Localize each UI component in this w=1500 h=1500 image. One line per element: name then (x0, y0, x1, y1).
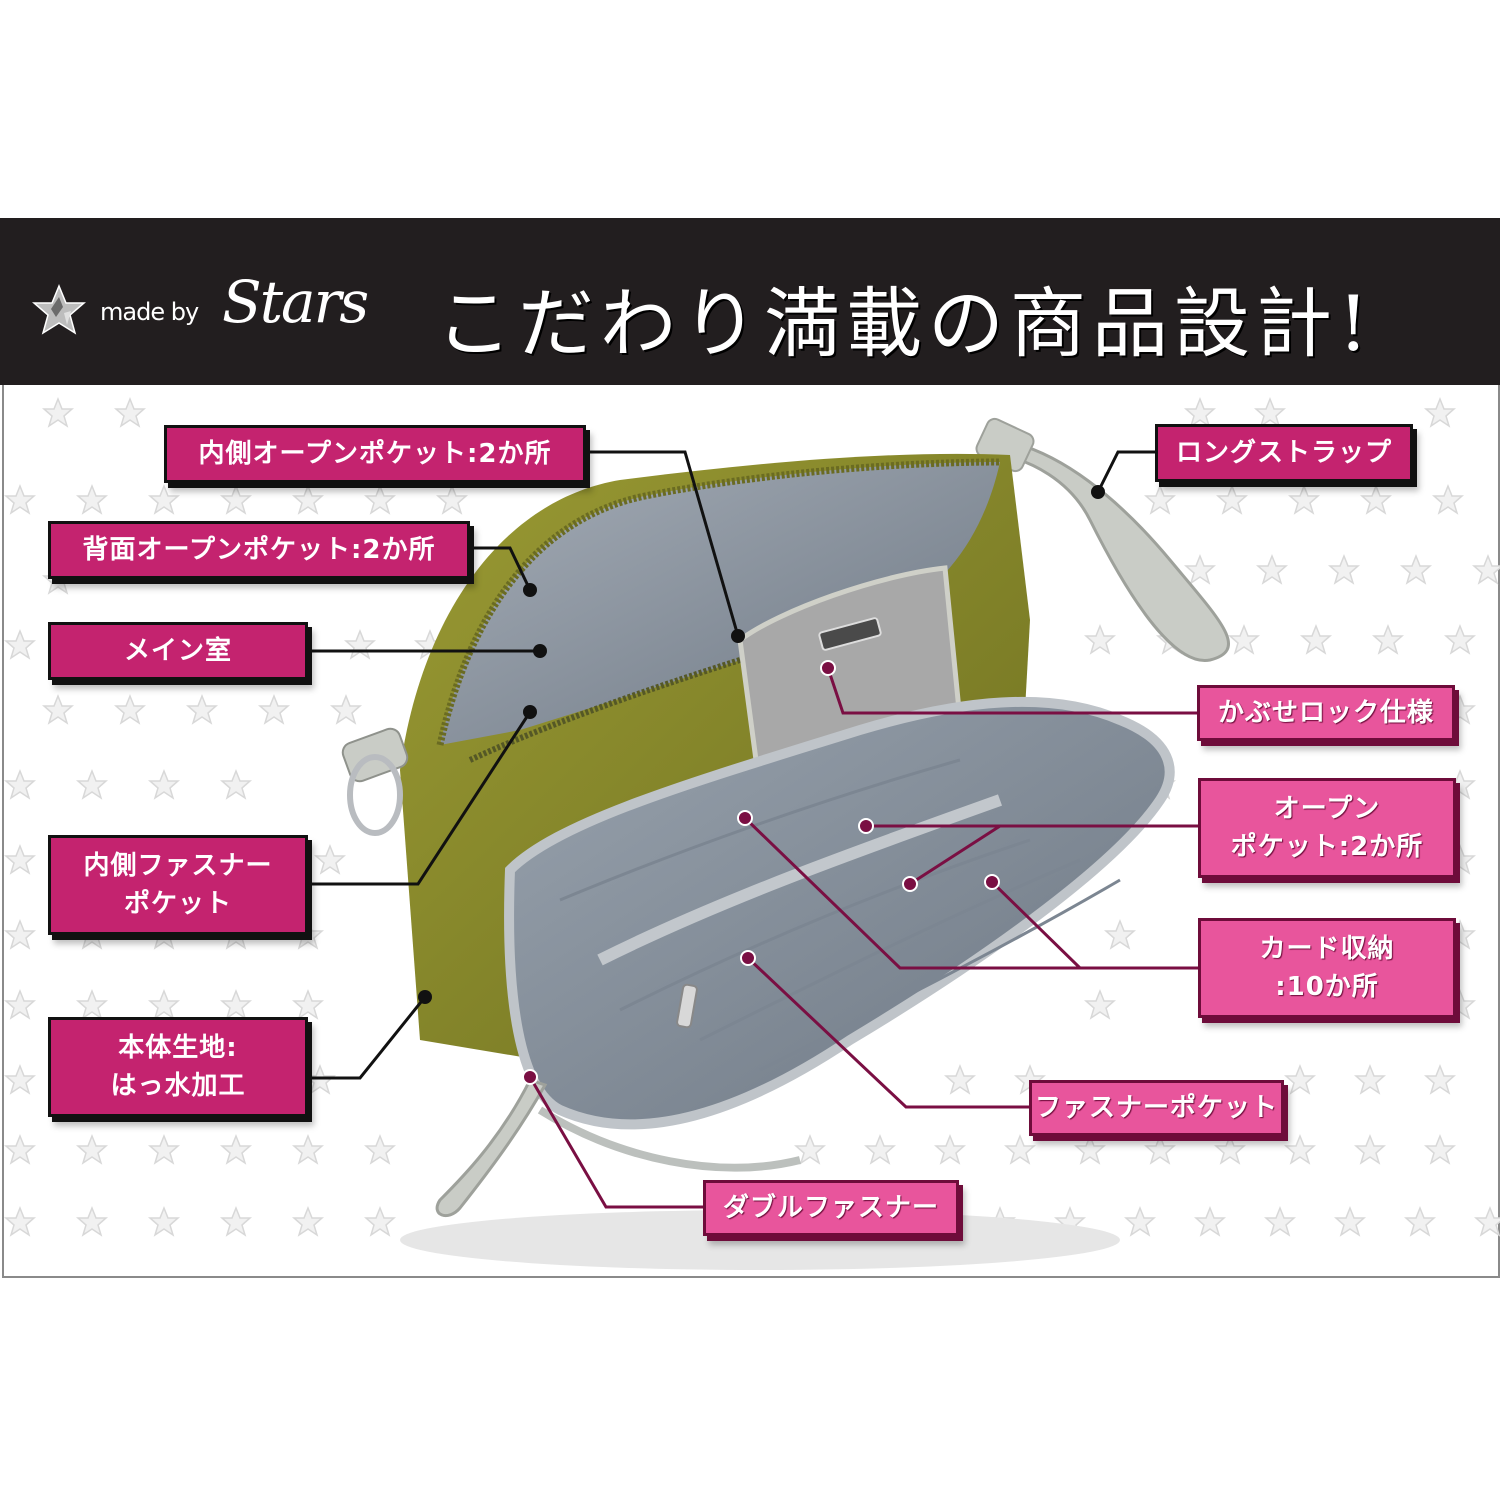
label-text-line1: オープン (1273, 794, 1381, 824)
label-text-line2: ポケット (123, 889, 232, 919)
label-text-line2: はっ水加工 (110, 1071, 246, 1101)
label-text-line1: 本体生地: (118, 1033, 238, 1063)
page-title: こだわり満載の商品設計! (436, 279, 1375, 368)
label-zip-pocket: ファスナーポケット (1029, 1080, 1284, 1136)
label-text-line1: 内側ファスナー (83, 851, 273, 881)
label-text: 背面オープンポケット:2か所 (82, 535, 436, 565)
logo-made-by: made by (100, 298, 199, 326)
label-text-line2: :10か所 (1275, 972, 1379, 1002)
star-logo-icon (32, 284, 86, 335)
label-inner-open-pocket: 内側オープンポケット:2か所 (164, 425, 586, 483)
label-double-zip: ダブルファスナー (703, 1180, 959, 1236)
label-text: ファスナーポケット (1034, 1093, 1278, 1123)
label-flap-lock: かぶせロック仕様 (1197, 685, 1455, 741)
label-text: ダブルファスナー (722, 1193, 939, 1223)
label-body-fabric: 本体生地: はっ水加工 (48, 1017, 308, 1117)
logo-brand-stars: Stars (222, 268, 369, 336)
label-inner-zip-pocket: 内側ファスナー ポケット (48, 835, 308, 935)
label-text: メイン室 (123, 636, 232, 666)
label-text: 内側オープンポケット:2か所 (198, 439, 552, 469)
label-text-line2: ポケット:2か所 (1230, 832, 1424, 862)
header-banner (0, 218, 1500, 385)
label-card-storage: カード収納 :10か所 (1198, 918, 1456, 1018)
label-text: ロングストラップ (1175, 438, 1392, 468)
label-text-line1: カード収納 (1259, 934, 1395, 964)
label-text: かぶせロック仕様 (1217, 698, 1434, 728)
label-long-strap: ロングストラップ (1155, 424, 1413, 482)
label-open-pocket: オープン ポケット:2か所 (1198, 778, 1456, 878)
label-main-compartment: メイン室 (48, 622, 308, 680)
label-back-open-pocket: 背面オープンポケット:2か所 (48, 521, 470, 579)
